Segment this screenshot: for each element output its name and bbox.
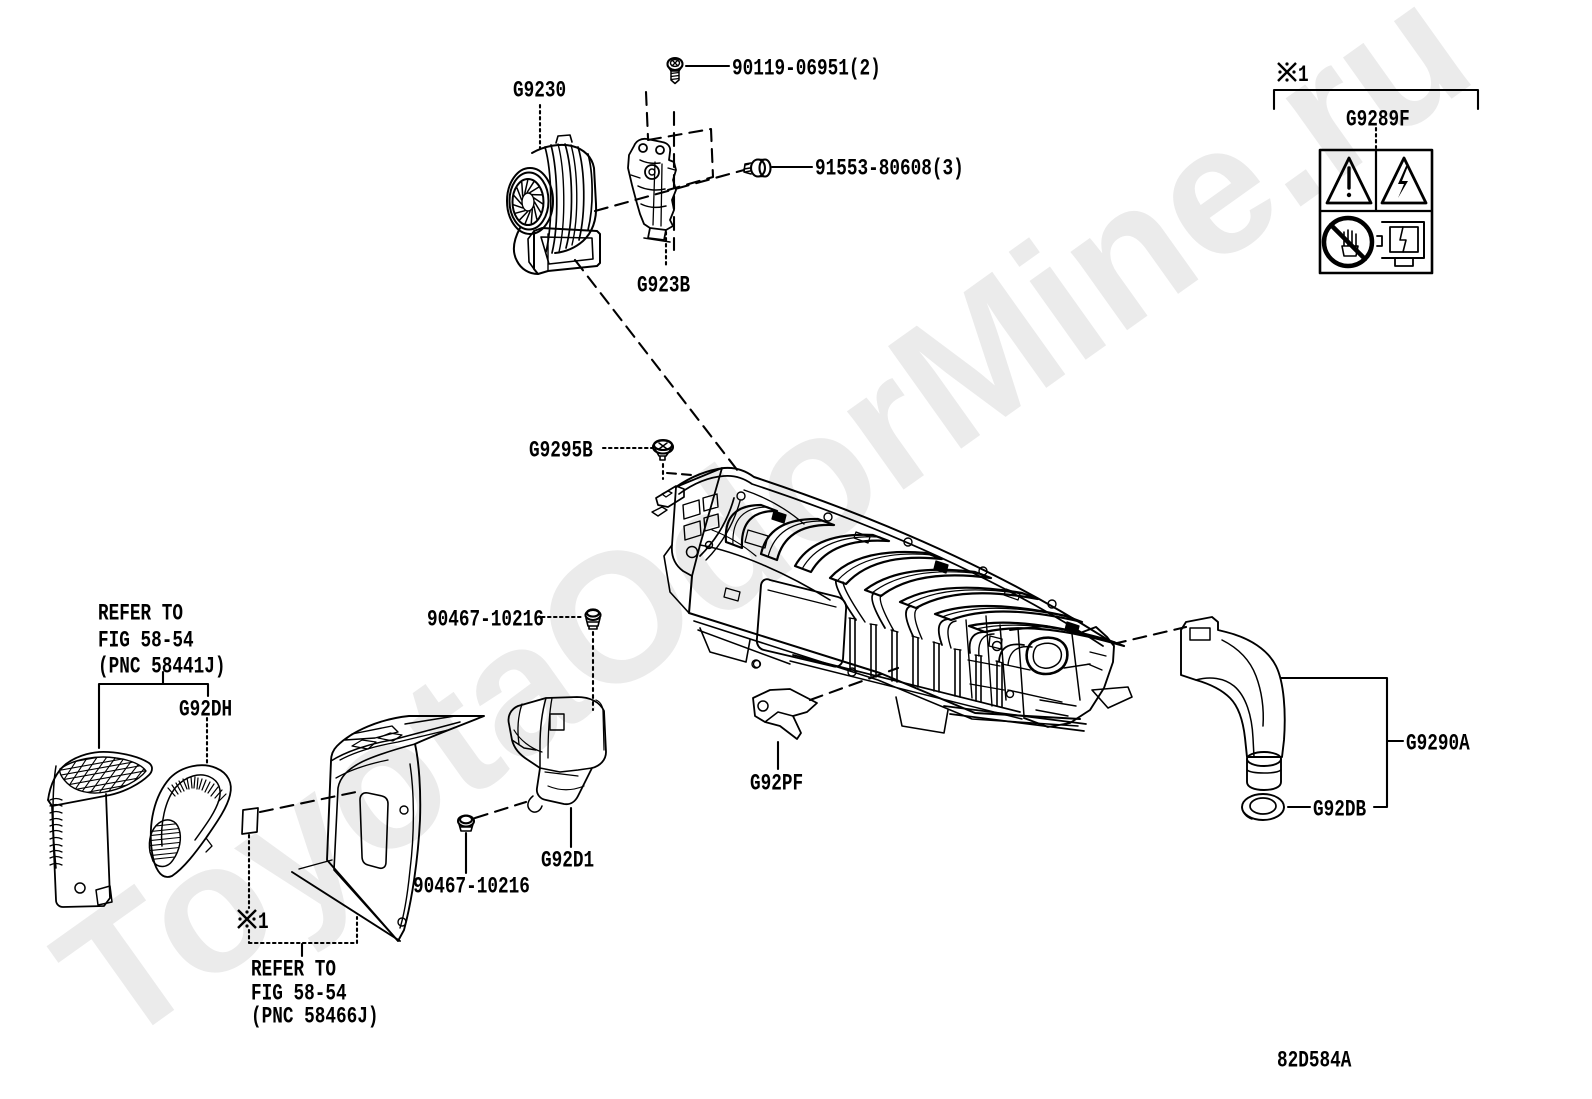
svg-text:G92D1: G92D1 bbox=[541, 849, 594, 875]
svg-text:G923B: G923B bbox=[637, 274, 690, 300]
svg-text:82D584A: 82D584A bbox=[1277, 1049, 1352, 1075]
svg-text:REFER TO: REFER TO bbox=[251, 958, 336, 984]
svg-text:90467-10216: 90467-10216 bbox=[427, 608, 544, 634]
svg-text:REFER TO: REFER TO bbox=[98, 602, 183, 628]
svg-text:FIG 58-54: FIG 58-54 bbox=[251, 982, 347, 1008]
svg-text:G9295B: G9295B bbox=[529, 439, 593, 465]
svg-text:90467-10216: 90467-10216 bbox=[413, 875, 530, 901]
svg-text:G9290A: G9290A bbox=[1406, 732, 1470, 758]
svg-text:FIG 58-54: FIG 58-54 bbox=[98, 629, 194, 655]
svg-text:G9230: G9230 bbox=[513, 79, 566, 105]
svg-text:(PNC 58441J): (PNC 58441J) bbox=[98, 655, 225, 681]
svg-text:1: 1 bbox=[258, 910, 269, 936]
svg-text:G92DH: G92DH bbox=[179, 698, 232, 724]
svg-text:G92PF: G92PF bbox=[750, 772, 803, 798]
svg-text:90119-06951(2): 90119-06951(2) bbox=[732, 57, 881, 83]
svg-text:1: 1 bbox=[1298, 63, 1309, 89]
svg-text:G9289F: G9289F bbox=[1346, 108, 1410, 134]
svg-text:G92DB: G92DB bbox=[1313, 798, 1366, 824]
svg-text:91553-80608(3): 91553-80608(3) bbox=[815, 157, 964, 183]
svg-text:(PNC 58466J): (PNC 58466J) bbox=[251, 1005, 378, 1031]
